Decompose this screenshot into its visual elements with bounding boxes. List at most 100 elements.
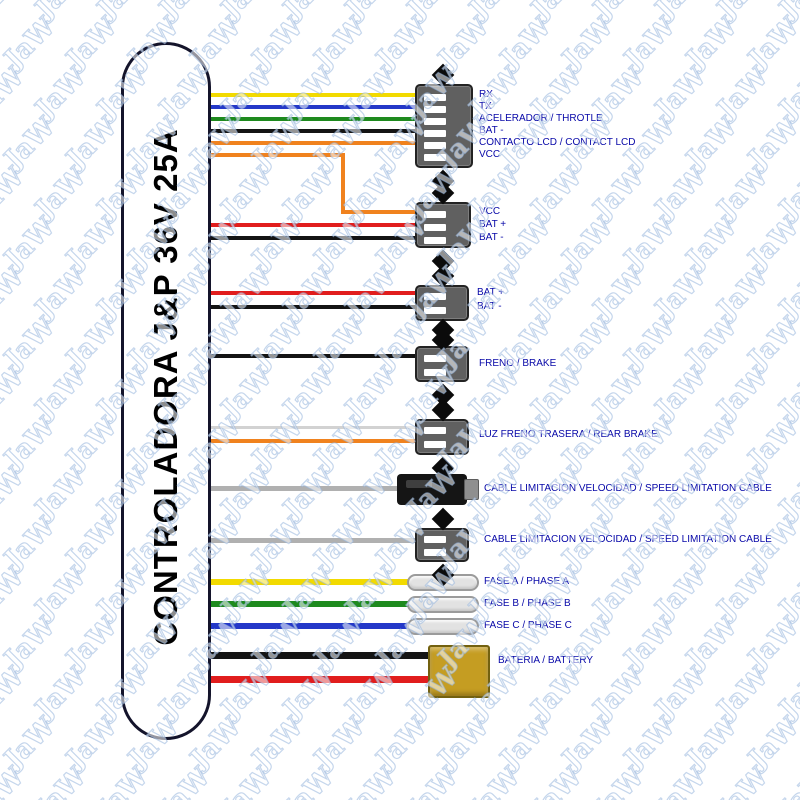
watermark-text: JaW <box>742 111 800 175</box>
watermark-text: JaW <box>587 361 651 425</box>
watermark-text: JaW <box>463 561 527 625</box>
wire-rear-brake-white <box>203 426 415 429</box>
watermark-text: JaW <box>308 511 372 575</box>
watermark-text: JaW <box>618 211 682 275</box>
watermark-text: JaW <box>277 161 341 225</box>
wire-speed-limit-gray-2 <box>203 538 415 543</box>
speed-limit-connector <box>415 528 469 562</box>
watermark-text: JaW <box>711 261 775 325</box>
label-vcc-1: VCC <box>479 149 501 160</box>
watermark-text: JaW <box>742 411 800 475</box>
watermark-text: JaW <box>680 11 744 75</box>
watermark-text: JaW <box>742 211 800 275</box>
watermark-text: JaW <box>711 561 775 625</box>
watermark-text: JaW <box>215 661 279 725</box>
connector-pin <box>424 237 446 244</box>
watermark-text: JaW <box>0 61 31 125</box>
watermark-text: JaW <box>370 11 434 75</box>
watermark-text: JaW <box>773 261 800 325</box>
watermark-text: JaW <box>711 761 775 800</box>
watermark-text: JaW <box>556 711 620 775</box>
watermark-text: JaW <box>618 711 682 775</box>
watermark-text: JaW <box>0 0 31 25</box>
watermark-text: JaW <box>711 161 775 225</box>
watermark-text: JaW <box>556 211 620 275</box>
watermark-text: JaW <box>525 761 589 800</box>
watermark-text: JaW <box>587 561 651 625</box>
label-contact-lcd: CONTACTO LCD / CONTACT LCD <box>479 137 636 148</box>
watermark-text: JaW <box>525 661 589 725</box>
watermark-text: JaW <box>587 161 651 225</box>
watermark-text: JaW <box>680 211 744 275</box>
wire-rear-brake-orange <box>203 439 415 443</box>
speed-limit-plug-tip <box>464 479 479 500</box>
watermark-text: JaW <box>525 561 589 625</box>
watermark-text: JaW <box>742 711 800 775</box>
label-bat-pos-3: BAT + <box>477 287 505 298</box>
watermark-text: JaW <box>339 0 403 25</box>
watermark-text: JaW <box>711 61 775 125</box>
label-bat-neg-2: BAT - <box>479 232 504 243</box>
watermark-text: JaW <box>463 0 527 25</box>
watermark-text: JaW <box>0 561 31 625</box>
connector-pin <box>424 211 446 218</box>
watermark-text: JaW <box>525 361 589 425</box>
watermark-text: JaW <box>246 411 310 475</box>
connector-pin <box>424 224 446 231</box>
label-throttle: ACELERADOR / THROTLE <box>479 113 603 124</box>
watermark-text: JaW <box>0 361 31 425</box>
watermark-text: JaW <box>587 261 651 325</box>
watermark-text: JaW <box>401 561 465 625</box>
label-battery: BATERIA / BATTERY <box>498 655 594 666</box>
label-brake: FRENO / BRAKE <box>479 358 557 369</box>
wire-battery-red <box>203 676 433 683</box>
connector-pin <box>424 142 446 149</box>
label-phase-a: FASE A / PHASE A <box>484 576 570 587</box>
connector-pin <box>424 130 446 137</box>
watermark-text: JaW <box>215 761 279 800</box>
watermark-text: JaW <box>649 161 713 225</box>
watermark-text: JaW <box>0 761 31 800</box>
watermark-text: JaW <box>60 611 124 675</box>
watermark-text: JaW <box>29 561 93 625</box>
wire-speed-limit-gray-1 <box>203 486 403 491</box>
watermark-text: JaW <box>29 0 93 25</box>
battery-connector <box>428 645 490 698</box>
watermark-text: JaW <box>742 611 800 675</box>
wire-battery-black <box>203 652 433 659</box>
watermark-text: JaW <box>773 361 800 425</box>
watermark-text: JaW <box>0 511 62 575</box>
watermark-text: JaW <box>246 211 310 275</box>
watermark-text: JaW <box>277 361 341 425</box>
watermark-text: JaW <box>308 11 372 75</box>
watermark-text: JaW <box>339 561 403 625</box>
watermark-text: JaW <box>277 561 341 625</box>
connector-pin <box>424 154 446 161</box>
rear-brake-connector <box>415 419 469 455</box>
brake-connector <box>415 346 469 382</box>
label-phase-b: FASE B / PHASE B <box>484 598 571 609</box>
watermark-text: JaW <box>401 0 465 25</box>
wire-throttle-green <box>203 117 415 121</box>
watermark-text: JaW <box>277 761 341 800</box>
watermark-text: JaW <box>246 511 310 575</box>
wire-bat-pos-red-2 <box>203 223 415 227</box>
connector-pin <box>424 549 446 556</box>
watermark-text: JaW <box>0 261 31 325</box>
watermark-text: JaW <box>773 661 800 725</box>
connector-pin <box>424 293 446 300</box>
wire-rx-yellow <box>203 93 415 97</box>
watermark-text: JaW <box>525 0 589 25</box>
wire-brake-black <box>203 354 415 358</box>
label-phase-c: FASE C / PHASE C <box>484 620 572 631</box>
watermark-text: JaW <box>742 11 800 75</box>
watermark-text: JaW <box>246 611 310 675</box>
wire-phase-c-blue <box>203 623 418 629</box>
wire-vcc-orange-vert <box>341 153 345 214</box>
watermark-text: JaW <box>463 761 527 800</box>
label-bat-pos-2: BAT + <box>479 219 507 230</box>
watermark-text: JaW <box>339 761 403 800</box>
watermark-text: JaW <box>618 11 682 75</box>
wire-lcd-orange <box>203 141 415 145</box>
connector-pin <box>424 307 446 314</box>
